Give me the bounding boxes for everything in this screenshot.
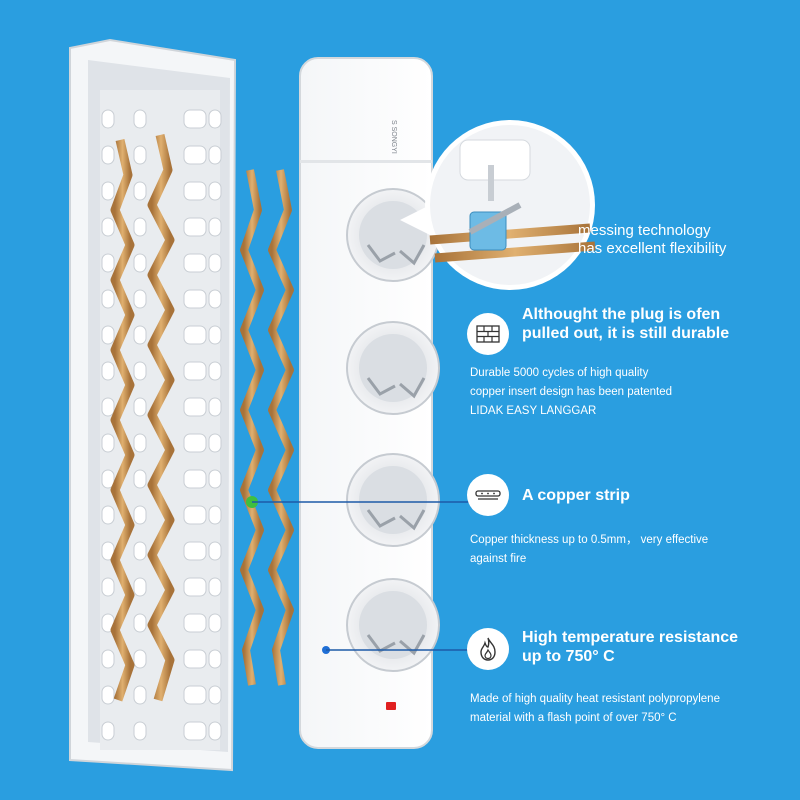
housing-post (183, 253, 207, 273)
housing-post (133, 613, 147, 633)
housing-post (101, 649, 115, 669)
housing-post (133, 649, 147, 669)
housing-post (101, 721, 115, 741)
power-switch-indicator (386, 702, 396, 710)
housing-post (183, 577, 207, 597)
brand-logo: S SONGYI (390, 120, 397, 154)
floating-copper-strips (240, 169, 294, 686)
housing-post (208, 577, 222, 597)
power-strip: S SONGYI (299, 57, 440, 749)
housing-post (183, 469, 207, 489)
socket-outlet (346, 453, 440, 547)
housing-post (101, 289, 115, 309)
housing-post (101, 397, 115, 417)
housing-post (133, 361, 147, 381)
housing-post (101, 685, 115, 705)
housing-post (183, 325, 207, 345)
housing-post (133, 181, 147, 201)
copper-strip-icon (467, 474, 509, 516)
messing-technology-text: messing technology has excellent flexibi… (578, 222, 727, 257)
housing-post (183, 649, 207, 669)
housing-post (133, 217, 147, 237)
housing-post (183, 109, 207, 129)
housing-post (208, 505, 222, 525)
housing-post (183, 145, 207, 165)
housing-post (133, 253, 147, 273)
brick-wall-icon (467, 313, 509, 355)
feature-copper-strip-title: A copper strip (522, 487, 630, 504)
feature-durable-title: Althought the plug is ofen pulled out, i… (522, 306, 730, 342)
housing-post (183, 505, 207, 525)
housing-post (133, 397, 147, 417)
housing-post (208, 109, 222, 129)
housing-post (208, 685, 222, 705)
housing-post (133, 541, 147, 561)
housing-post (101, 325, 115, 345)
feature-copper-strip-description: Copper thickness up to 0.5mm， very effec… (470, 534, 709, 565)
housing-post (183, 397, 207, 417)
housing-post (183, 361, 207, 381)
housing-post (133, 289, 147, 309)
housing-post (208, 289, 222, 309)
housing-post (208, 613, 222, 633)
housing-post (133, 433, 147, 453)
socket-outlet (346, 578, 440, 672)
housing-post (208, 325, 222, 345)
housing-post (101, 577, 115, 597)
feature-durable-description: Durable 5000 cycles of high quality copp… (470, 367, 673, 417)
housing-post (101, 109, 115, 129)
housing-post (133, 577, 147, 597)
leader-lines (252, 501, 470, 651)
housing-post (208, 145, 222, 165)
housing-post (208, 361, 222, 381)
housing-post (101, 433, 115, 453)
housing-post (133, 145, 147, 165)
housing-post (101, 253, 115, 273)
housing-post (208, 721, 222, 741)
flame-icon (467, 628, 509, 670)
housing-post (101, 361, 115, 381)
feature-heat-resistance-title: High temperature resistance up to 750° C (522, 629, 739, 665)
housing-post (133, 721, 147, 741)
housing-post (208, 649, 222, 669)
housing-post (183, 433, 207, 453)
housing-post (133, 109, 147, 129)
housing-post (101, 469, 115, 489)
housing-post (183, 541, 207, 561)
feature-heat-resistance-description: Made of high quality heat resistant poly… (470, 693, 720, 724)
housing-post (133, 469, 147, 489)
housing-post (101, 217, 115, 237)
housing-post (208, 397, 222, 417)
housing-post (208, 433, 222, 453)
housing-post (183, 289, 207, 309)
housing-post (183, 721, 207, 741)
housing-post (101, 145, 115, 165)
housing-post (101, 181, 115, 201)
housing-post (208, 469, 222, 489)
housing-copper-strips (110, 133, 175, 702)
housing-post (183, 685, 207, 705)
housing-post (183, 181, 207, 201)
housing-post (101, 505, 115, 525)
housing-post (133, 325, 147, 345)
housing-post (133, 685, 147, 705)
housing-post (208, 541, 222, 561)
housing-post (208, 181, 222, 201)
housing-post (208, 217, 222, 237)
housing-post (183, 613, 207, 633)
socket-outlet (346, 321, 440, 415)
zoom-callout (400, 120, 596, 290)
housing-post (208, 253, 222, 273)
housing-post (183, 217, 207, 237)
housing-post (133, 505, 147, 525)
